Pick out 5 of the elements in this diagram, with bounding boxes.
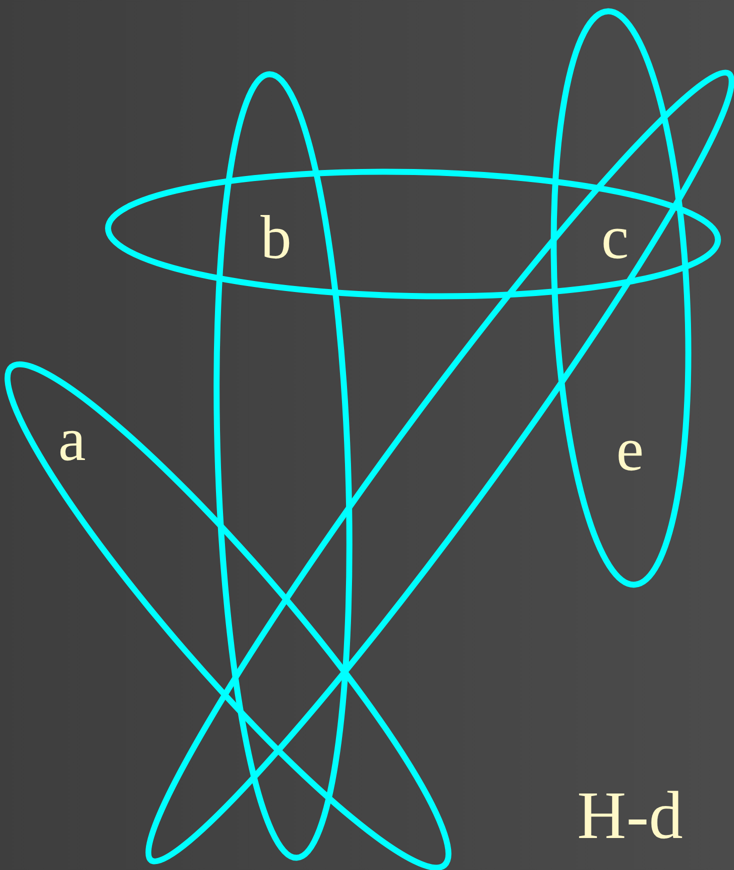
vertex-label: e	[616, 419, 644, 481]
vertex-label: a	[58, 409, 86, 471]
vertex-label: c	[601, 207, 629, 269]
vertex-label: b	[260, 207, 292, 269]
graph-title: H-d	[577, 781, 683, 849]
